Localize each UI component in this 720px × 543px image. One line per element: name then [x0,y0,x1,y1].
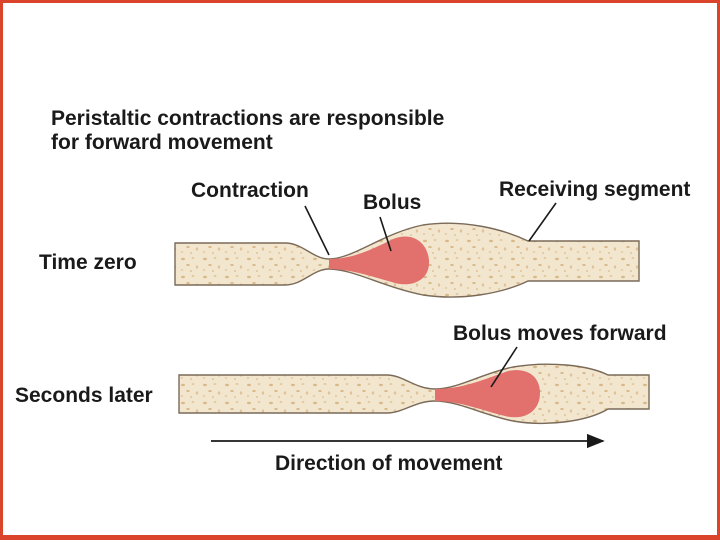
diagram-title: Peristaltic contractions are responsible… [51,107,444,154]
label-time-zero: Time zero [39,251,137,274]
bolus-time-zero [329,236,430,285]
pointer-receiving-segment [528,202,557,242]
tube-seconds-later [178,363,650,425]
label-bolus: Bolus [363,191,422,214]
bolus-seconds-later [435,370,540,418]
title-line-1: Peristaltic contractions are responsible [51,107,445,130]
pointer-bolus-moves [490,346,518,388]
label-direction-of-movement: Direction of movement [275,452,503,475]
label-contraction: Contraction [191,179,309,202]
peristalsis-diagram [174,202,650,449]
title-line-2: for forward movement [51,130,273,154]
pointer-contraction [304,205,330,256]
pointer-bolus [379,216,392,252]
label-bolus-moves-forward: Bolus moves forward [453,322,667,345]
label-receiving-segment: Receiving segment [499,178,691,201]
label-seconds-later: Seconds later [15,384,153,407]
